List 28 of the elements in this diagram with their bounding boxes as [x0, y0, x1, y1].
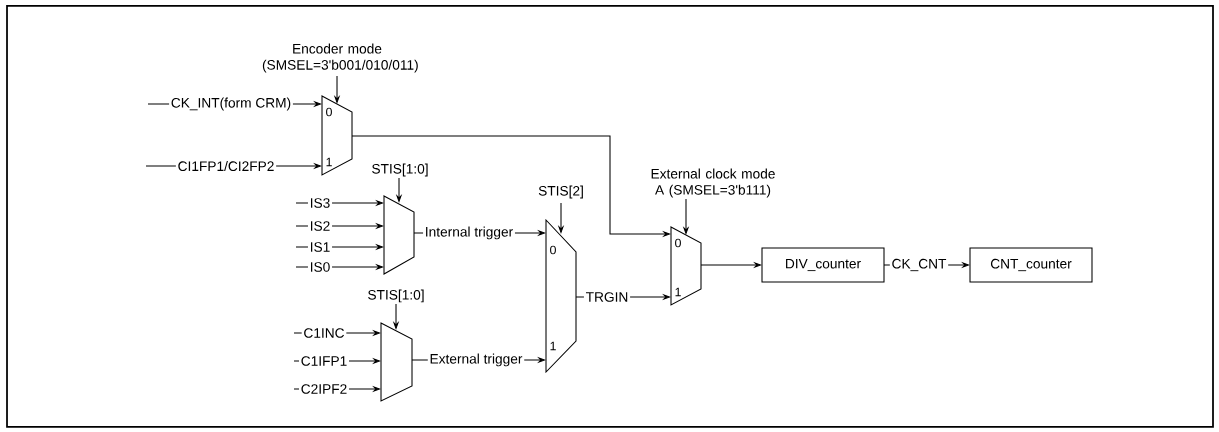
- input-number: 0: [675, 238, 681, 248]
- edge-label: IS1: [307, 240, 333, 254]
- edge-label: CK_CNT: [889, 257, 949, 273]
- input-number: 0: [326, 107, 332, 117]
- signal-label: STIS[1:0]: [368, 289, 424, 303]
- multiplexer: [380, 322, 413, 402]
- signal-label: STIS[2]: [538, 185, 583, 199]
- input-number: 0: [550, 245, 556, 255]
- edge-label: CK_INT(form CRM): [169, 95, 293, 113]
- edge-label: External trigger: [427, 351, 525, 369]
- signal-label: Encoder mode (SMSEL=3'b001/010/011): [262, 43, 418, 73]
- multiplexer: [383, 195, 415, 275]
- edge-label: CI1FP1/CI2FP2: [175, 159, 277, 173]
- edge-label: IS3: [307, 196, 333, 210]
- edge-label: Internal trigger: [423, 224, 515, 242]
- input-number: 1: [326, 157, 332, 167]
- edge-label: C1IFP1: [299, 354, 349, 368]
- input-number: 1: [675, 287, 681, 297]
- signal-label: STIS[1:0]: [372, 163, 428, 177]
- edge-label: TRGIN: [583, 290, 631, 304]
- counter-box: DIV_counter: [761, 247, 885, 283]
- counter-box: CNT_counter: [969, 247, 1093, 283]
- edge-label: IS2: [307, 219, 333, 233]
- edge-label: C2IPF2: [299, 382, 349, 396]
- input-number: 1: [550, 341, 556, 351]
- signal-label: External clock mode A (SMSEL=3'b111): [651, 168, 775, 198]
- edge-label: C1INC: [301, 326, 347, 340]
- edge-label: IS0: [307, 260, 333, 274]
